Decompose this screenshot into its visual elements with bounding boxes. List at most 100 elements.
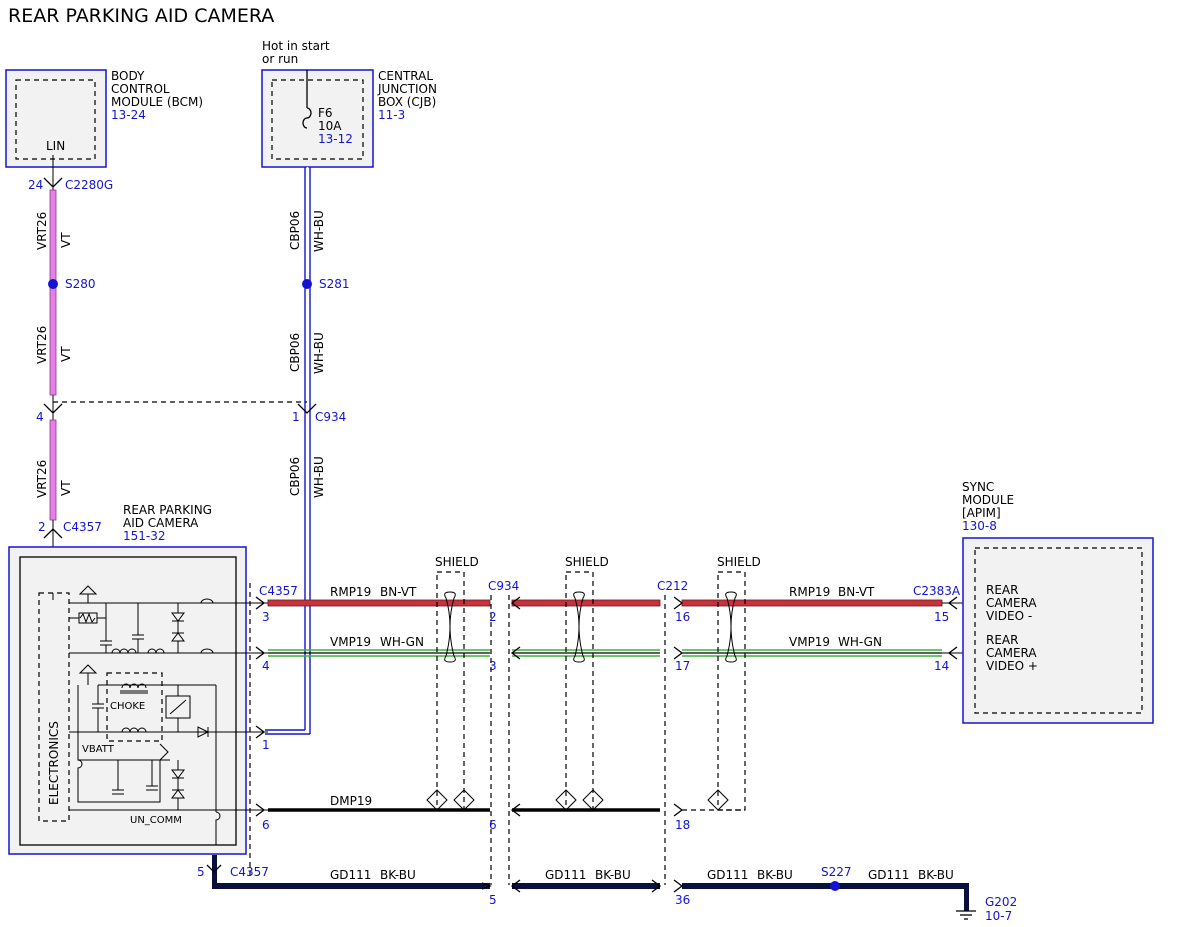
rmp19-color-1: BN-VT [380, 585, 417, 599]
c934-pin-2: 2 [489, 610, 497, 624]
shield-1-label: SHIELD [435, 555, 479, 569]
sync-name-3: [APIM] [962, 506, 1001, 520]
rear-camera-module: REAR PARKING AID CAMERA 151-32 ELECTRONI… [8, 503, 248, 855]
s280-label: S280 [65, 277, 96, 291]
vrt26-circuit-1: VRT26 [35, 212, 49, 250]
c212-pin-18: 18 [675, 818, 690, 832]
cbp06-circuit-1: CBP06 [288, 211, 302, 250]
c4357-bot-label: C4357 [230, 865, 269, 879]
c4357-pin-1: 1 [262, 738, 270, 752]
c4357-bot-pin: 5 [197, 865, 205, 879]
c2280g-pin: 24 [28, 178, 43, 192]
vmp19-color-1: WH-GN [380, 635, 424, 649]
vrt26-color-1: VT [59, 232, 73, 248]
c4357-mid-label: C4357 [259, 584, 298, 598]
wire-vmp19: VMP19 WH-GN VMP19 WH-GN [268, 635, 942, 657]
gd111-circuit-2: GD111 [545, 868, 586, 882]
gd111-circuit-4: GD111 [868, 868, 909, 882]
video-plus-2: CAMERA [986, 646, 1037, 660]
sync-module: SYNC MODULE [APIM] 130-8 REAR CAMERA VID… [962, 480, 1154, 724]
gd111-color-3: BK-BU [757, 868, 793, 882]
wire-gd111: 5 C4357 S227 GD111 BK-BU GD111 BK-BU GD1… [197, 855, 1017, 923]
c934-mid-label: C934 [488, 579, 519, 593]
c4357-pin-6: 6 [262, 818, 270, 832]
splice-s227 [830, 881, 840, 891]
wire-vrt26: 24 C2280G VRT26 VT S280 VRT26 VT 4 VRT26… [28, 160, 113, 600]
cjb-note-1: Hot in start [262, 39, 330, 53]
sync-name-2: MODULE [962, 493, 1014, 507]
c2383a-pin-14: 14 [934, 659, 949, 673]
gd111-color-2: BK-BU [595, 868, 631, 882]
shield-3: SHIELD [707, 555, 761, 811]
c212-label: C212 [657, 579, 688, 593]
cbp06-color-2: WH-BU [312, 332, 326, 374]
cbp06-circuit-2: CBP06 [288, 333, 302, 372]
gd111-color-4: BK-BU [918, 868, 954, 882]
un-comm-label: UN_COMM [130, 815, 182, 826]
shield-3-label: SHIELD [717, 555, 761, 569]
vmp19-circuit-2: VMP19 [789, 635, 830, 649]
camera-name-1: REAR PARKING [123, 503, 212, 517]
bcm-pin-label: LIN [46, 139, 65, 153]
gd111-circuit-1: GD111 [330, 868, 371, 882]
camera-internal-circuit: CHOKE VBATT UN_COMM [52, 585, 248, 845]
c934-top-label: C934 [315, 410, 346, 424]
video-plus-1: REAR [986, 633, 1018, 647]
c212-pin-17: 17 [675, 659, 690, 673]
sync-ref: 130-8 [962, 519, 997, 533]
fuse-rating: 10A [318, 119, 342, 133]
fuse-name: F6 [318, 106, 333, 120]
cjb-name-2: JUNCTION [377, 82, 437, 96]
video-minus-3: VIDEO - [986, 609, 1032, 623]
diagram-title: REAR PARKING AID CAMERA [8, 5, 274, 27]
c4357-top-pin: 2 [38, 520, 46, 534]
vbatt-label: VBATT [82, 744, 115, 755]
ground-icon [956, 910, 976, 920]
c2280g-label: C2280G [65, 178, 113, 192]
video-minus-1: REAR [986, 583, 1018, 597]
shield-2: SHIELD [555, 555, 609, 811]
c934-pin-6: 6 [489, 818, 497, 832]
cjb-note-2: or run [262, 52, 298, 66]
c4357-pin-3: 3 [262, 610, 270, 624]
ground-ref: 10-7 [985, 909, 1012, 923]
cbp06-color-3: WH-BU [312, 456, 326, 498]
s227-label: S227 [821, 865, 852, 879]
cjb-module: Hot in start or run F6 10A 13-12 CENTRAL… [261, 39, 437, 168]
c212-pin-36: 36 [675, 893, 690, 907]
gd111-circuit-3: GD111 [707, 868, 748, 882]
vrt26-color-2: VT [59, 346, 73, 362]
cjb-name-3: BOX (CJB) [378, 95, 436, 109]
wire-cbp06: CBP06 WH-BU S281 CBP06 WH-BU 1 C934 CBP0… [265, 167, 350, 735]
video-minus-2: CAMERA [986, 596, 1037, 610]
bcm-name-3: MODULE (BCM) [111, 95, 203, 109]
shield-1: SHIELD [426, 555, 479, 811]
c212-pin-16: 16 [675, 610, 690, 624]
c934-top-pin: 1 [292, 410, 300, 424]
vrt26-circuit-2: VRT26 [35, 326, 49, 364]
ground-name: G202 [985, 895, 1017, 909]
c2383a-pin-15: 15 [934, 610, 949, 624]
wire-dmp19: DMP19 [268, 794, 745, 812]
shield-2-label: SHIELD [565, 555, 609, 569]
cjb-ref: 11-3 [378, 108, 405, 122]
cbp06-circuit-3: CBP06 [288, 457, 302, 496]
rmp19-circuit-1: RMP19 [330, 585, 371, 599]
rmp19-color-2: BN-VT [838, 585, 875, 599]
sync-name-1: SYNC [962, 480, 994, 494]
wire-rmp19: RMP19 BN-VT RMP19 BN-VT [267, 585, 943, 607]
gd111-color-1: BK-BU [380, 868, 416, 882]
vmp19-circuit-1: VMP19 [330, 635, 371, 649]
c934-pin-3: 3 [489, 659, 497, 673]
bcm-module: LIN BODY CONTROL MODULE (BCM) 13-24 [5, 69, 203, 168]
c4357-pin-4: 4 [262, 659, 270, 673]
c934-pin-5: 5 [489, 893, 497, 907]
vmp19-color-2: WH-GN [838, 635, 882, 649]
bcm-name-2: CONTROL [111, 82, 170, 96]
splice-s280 [48, 279, 58, 289]
c4357-top-label: C4357 [63, 520, 102, 534]
vrt26-circuit-3: VRT26 [35, 460, 49, 498]
bcm-name-1: BODY [111, 69, 145, 83]
s281-label: S281 [319, 277, 350, 291]
